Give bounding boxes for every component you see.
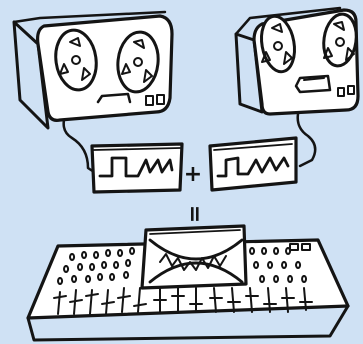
plus-sign: + xyxy=(184,162,202,187)
equals-sign: = xyxy=(182,205,207,223)
right-signal-waveform-icon xyxy=(210,138,296,190)
mixed-signal-waveform-icon xyxy=(142,226,246,288)
left-signal-waveform-icon xyxy=(92,144,182,192)
